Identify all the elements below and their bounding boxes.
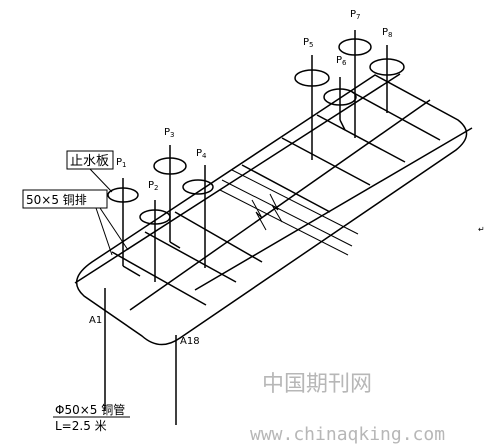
grid-cross-4 bbox=[241, 164, 331, 213]
callout-pipe-2: L=2.5 米 bbox=[55, 419, 107, 433]
terminal-p6 bbox=[323, 77, 357, 131]
stop-plate-p5 bbox=[294, 69, 330, 87]
break-mark bbox=[219, 169, 359, 256]
stop-plate-p7 bbox=[338, 38, 372, 56]
grid-cross-6 bbox=[316, 114, 406, 163]
grid-cross-3 bbox=[174, 211, 263, 263]
watermark-cn: 中国期刊网 bbox=[262, 372, 372, 397]
grid-cross-1 bbox=[111, 251, 207, 306]
terminal-p8 bbox=[369, 45, 405, 113]
callout-stop-plate: 止水板 bbox=[70, 154, 109, 169]
stop-plate-p1 bbox=[107, 187, 139, 203]
label-p3: P3 bbox=[164, 127, 175, 139]
grid-cross-5 bbox=[281, 137, 371, 186]
grid-rail-1 bbox=[74, 73, 401, 284]
stray-mark: ↵ bbox=[478, 225, 485, 234]
leader-copper-bar-1 bbox=[99, 207, 129, 251]
stop-plate-p6 bbox=[323, 88, 357, 106]
callout-copper-bar: 50×5 铜排 bbox=[26, 192, 87, 207]
label-p7: P7 bbox=[350, 9, 361, 21]
stop-plate-p3 bbox=[153, 157, 187, 175]
callout-pipe-1: Φ50×5 铜管 bbox=[55, 402, 125, 417]
grid-rail-3 bbox=[194, 127, 473, 291]
grid-cross-2 bbox=[144, 231, 237, 283]
terminal-p5 bbox=[294, 55, 330, 160]
label-a18: A18 bbox=[180, 336, 200, 347]
leader-stop-plate bbox=[89, 168, 113, 193]
terminal-p1 bbox=[107, 178, 141, 277]
terminal-p3 bbox=[153, 145, 187, 249]
label-p2: P2 bbox=[148, 180, 159, 192]
grid-rail-2 bbox=[129, 99, 431, 311]
label-p5: P5 bbox=[303, 37, 314, 49]
label-p8: P8 bbox=[382, 27, 393, 39]
label-p4: P4 bbox=[196, 148, 207, 160]
label-p1: P1 bbox=[116, 157, 127, 169]
watermark-url: www.chinaqking.com bbox=[250, 424, 445, 445]
terminal-p4 bbox=[182, 165, 214, 268]
terminal-p7 bbox=[338, 30, 372, 138]
label-a1: A1 bbox=[89, 315, 102, 326]
label-p6: P6 bbox=[336, 55, 347, 67]
leader-copper-bar-2 bbox=[95, 207, 113, 256]
stop-plate-p4 bbox=[182, 179, 214, 195]
stop-plate-p8 bbox=[369, 58, 405, 76]
callout-box-copper-bar bbox=[22, 189, 108, 209]
grid-cross-7 bbox=[351, 91, 441, 141]
